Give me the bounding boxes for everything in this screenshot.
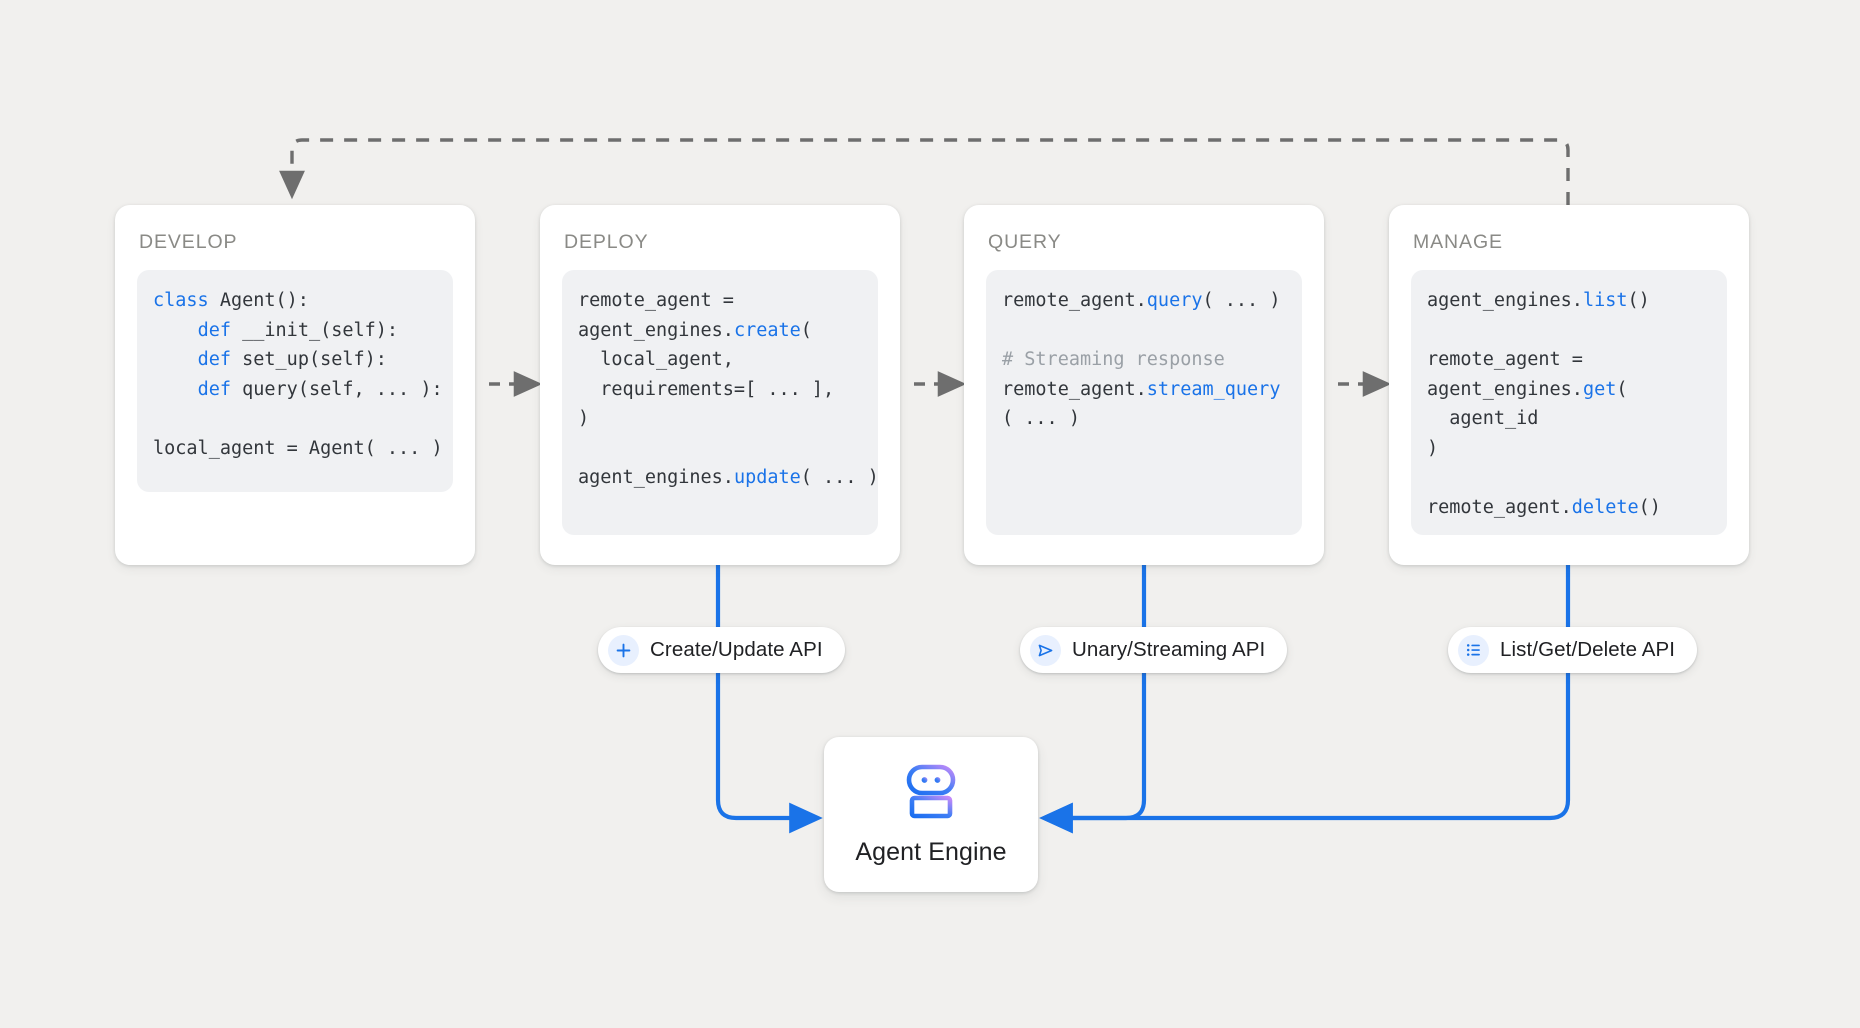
plus-icon (608, 634, 639, 666)
stage-card-manage: MANAGE agent_engines.list() remote_agent… (1389, 205, 1749, 565)
api-pill-create-update[interactable]: Create/Update API (598, 627, 845, 673)
list-icon (1458, 634, 1489, 666)
stage-title-manage: MANAGE (1413, 231, 1503, 253)
stage-title-develop: DEVELOP (139, 231, 238, 253)
api-pill-label: Unary/Streaming API (1072, 638, 1266, 661)
wire-deploy-to-agent-engine (715, 565, 823, 834)
wire-manage-to-agent-engine (1039, 565, 1571, 834)
api-pill-unary-streaming[interactable]: Unary/Streaming API (1020, 627, 1288, 673)
agent-engine-label: Agent Engine (855, 837, 1007, 866)
code-block-develop: class Agent(): def __init_(self): def se… (137, 270, 453, 492)
robot-icon (899, 763, 963, 826)
feedback-loop-arrow (279, 138, 1570, 205)
api-pill-list-get-delete[interactable]: List/Get/Delete API (1448, 627, 1698, 673)
code-block-query: remote_agent.query( ... ) # Streaming re… (986, 270, 1302, 535)
code-block-deploy: remote_agent = agent_engines.create( loc… (562, 270, 878, 535)
agent-engine-node[interactable]: Agent Engine (824, 737, 1038, 892)
stage-card-develop: DEVELOP class Agent(): def __init_(self)… (115, 205, 475, 565)
api-pill-label: List/Get/Delete API (1500, 638, 1676, 661)
stage-title-deploy: DEPLOY (564, 231, 649, 253)
api-pill-label: Create/Update API (650, 638, 823, 661)
code-block-manage: agent_engines.list() remote_agent = agen… (1411, 270, 1727, 535)
stage-card-deploy: DEPLOY remote_agent = agent_engines.crea… (540, 205, 900, 565)
send-icon (1030, 634, 1061, 666)
stage-title-query: QUERY (988, 231, 1062, 253)
wire-query-to-agent-engine (1039, 565, 1147, 834)
stage-card-query: QUERY remote_agent.query( ... ) # Stream… (964, 205, 1324, 565)
